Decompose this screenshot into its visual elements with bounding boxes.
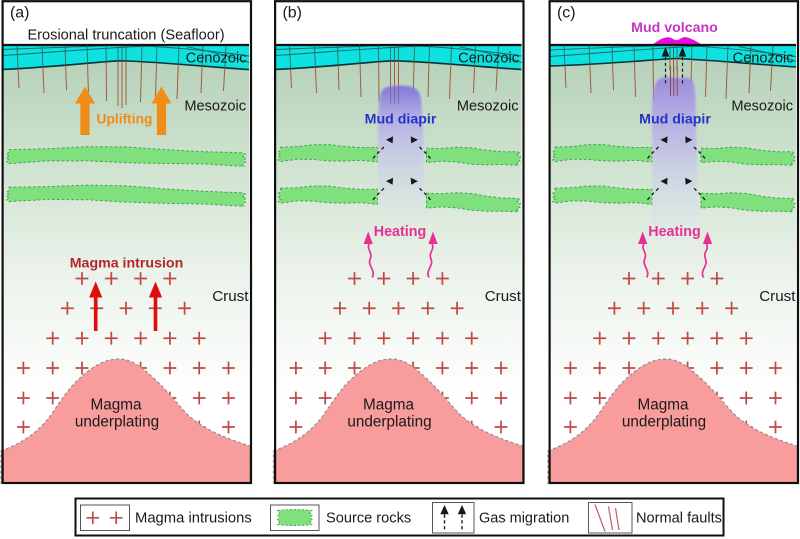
svg-text:underplating: underplating: [347, 414, 431, 431]
svg-text:Erosional truncation (Seafloor: Erosional truncation (Seafloor): [27, 28, 224, 44]
svg-text:Magma: Magma: [637, 397, 688, 414]
svg-text:Mesozoic: Mesozoic: [731, 99, 793, 115]
svg-text:Heating: Heating: [374, 224, 426, 240]
svg-text:Cenozoic: Cenozoic: [458, 51, 519, 67]
svg-text:Source rocks: Source rocks: [326, 511, 411, 527]
svg-text:underplating: underplating: [75, 414, 159, 431]
svg-text:Crust: Crust: [212, 288, 249, 305]
svg-text:(c): (c): [557, 5, 576, 22]
svg-text:Mesozoic: Mesozoic: [184, 99, 246, 115]
svg-text:Magma intrusions: Magma intrusions: [135, 511, 252, 527]
svg-text:Crust: Crust: [759, 288, 796, 305]
svg-text:Cenozoic: Cenozoic: [186, 51, 247, 67]
svg-text:Gas migration: Gas migration: [479, 511, 569, 527]
svg-text:Magma: Magma: [90, 397, 141, 414]
svg-text:Mud diapir: Mud diapir: [639, 112, 711, 128]
svg-text:(a): (a): [10, 5, 29, 22]
svg-text:(b): (b): [283, 5, 302, 22]
svg-text:Uplifting: Uplifting: [97, 112, 153, 127]
svg-text:Normal faults: Normal faults: [636, 511, 722, 527]
svg-text:underplating: underplating: [622, 414, 706, 431]
svg-text:Mud volcano: Mud volcano: [631, 20, 718, 36]
svg-text:Mesozoic: Mesozoic: [457, 99, 519, 115]
svg-text:Magma intrusion: Magma intrusion: [70, 256, 184, 272]
svg-text:Heating: Heating: [648, 224, 700, 240]
svg-text:Crust: Crust: [485, 288, 522, 305]
svg-text:Magma: Magma: [363, 397, 414, 414]
svg-text:Cenozoic: Cenozoic: [733, 51, 794, 67]
svg-text:Mud diapir: Mud diapir: [365, 112, 437, 128]
